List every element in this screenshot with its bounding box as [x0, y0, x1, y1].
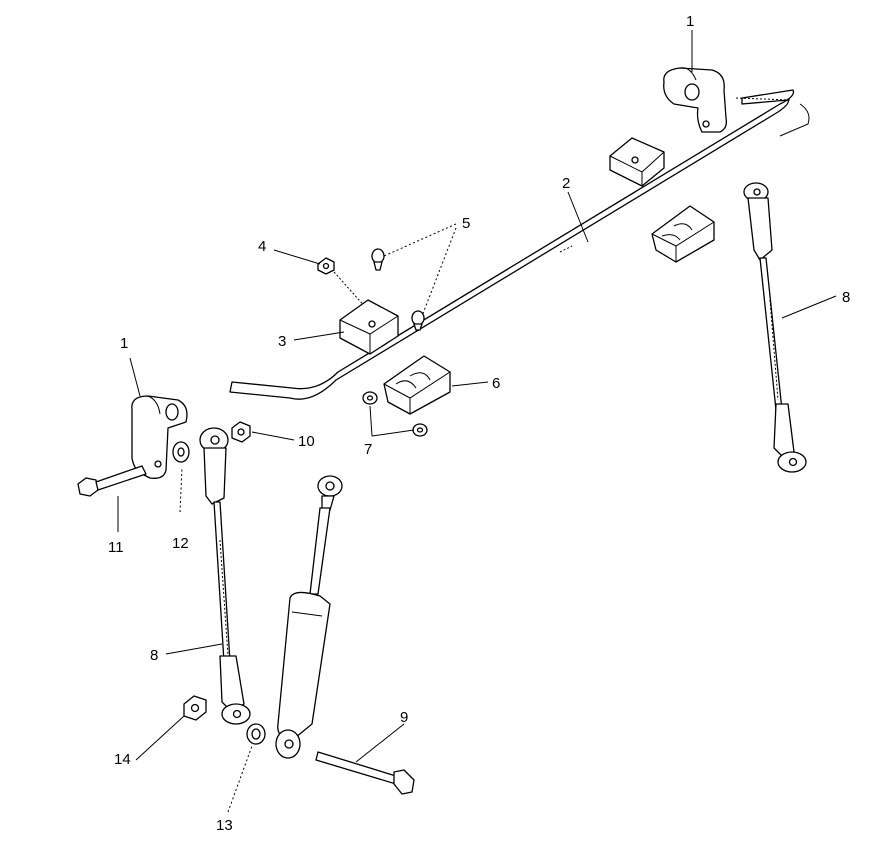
callout-1-top: 1: [686, 13, 694, 30]
callout-2: 2: [562, 175, 570, 192]
callout-8-left: 8: [150, 647, 158, 664]
callout-3: 3: [278, 333, 286, 350]
callout-labels: 1 2 5 4 3 1 8 6 7 10 11 12 8 9 14 13: [108, 13, 850, 834]
clamp-plate-lower: [339, 299, 399, 355]
bracket-top: [663, 67, 728, 133]
clamp-plate-upper: [609, 137, 665, 187]
nut-small: [317, 257, 335, 275]
bracket-left: [131, 395, 188, 479]
callout-11: 11: [108, 539, 124, 556]
callout-4: 4: [258, 238, 266, 255]
washer-right: [412, 423, 428, 437]
screw-upper: [371, 248, 385, 271]
bushing-upper: [651, 205, 715, 263]
callout-10: 10: [298, 433, 315, 450]
callout-12: 12: [172, 535, 189, 552]
stabilizer-bar: [229, 89, 810, 400]
washer-left: [362, 391, 378, 405]
washer-12: [172, 441, 190, 463]
bushing-13: [246, 723, 266, 745]
shock-absorber: [275, 475, 343, 759]
callout-8-right: 8: [842, 289, 850, 306]
link-rod-left: [199, 427, 251, 725]
callout-6: 6: [492, 375, 500, 392]
callout-9: 9: [400, 709, 408, 726]
leader-lines: [117, 30, 837, 813]
callout-5: 5: [462, 215, 470, 232]
nut-to-clamp-dash: [333, 271, 369, 311]
bushing-lower: [383, 355, 451, 415]
screw-lower: [411, 310, 425, 331]
link-rod-right: [743, 182, 807, 473]
nut-10: [231, 421, 251, 443]
callout-7: 7: [364, 441, 372, 458]
bolt-long-left: [77, 465, 147, 497]
nut-14: [183, 695, 207, 721]
callout-1-left: 1: [120, 335, 128, 352]
bolt-long-lower: [315, 751, 415, 795]
callout-13: 13: [216, 817, 233, 834]
callout-14: 14: [114, 751, 131, 768]
